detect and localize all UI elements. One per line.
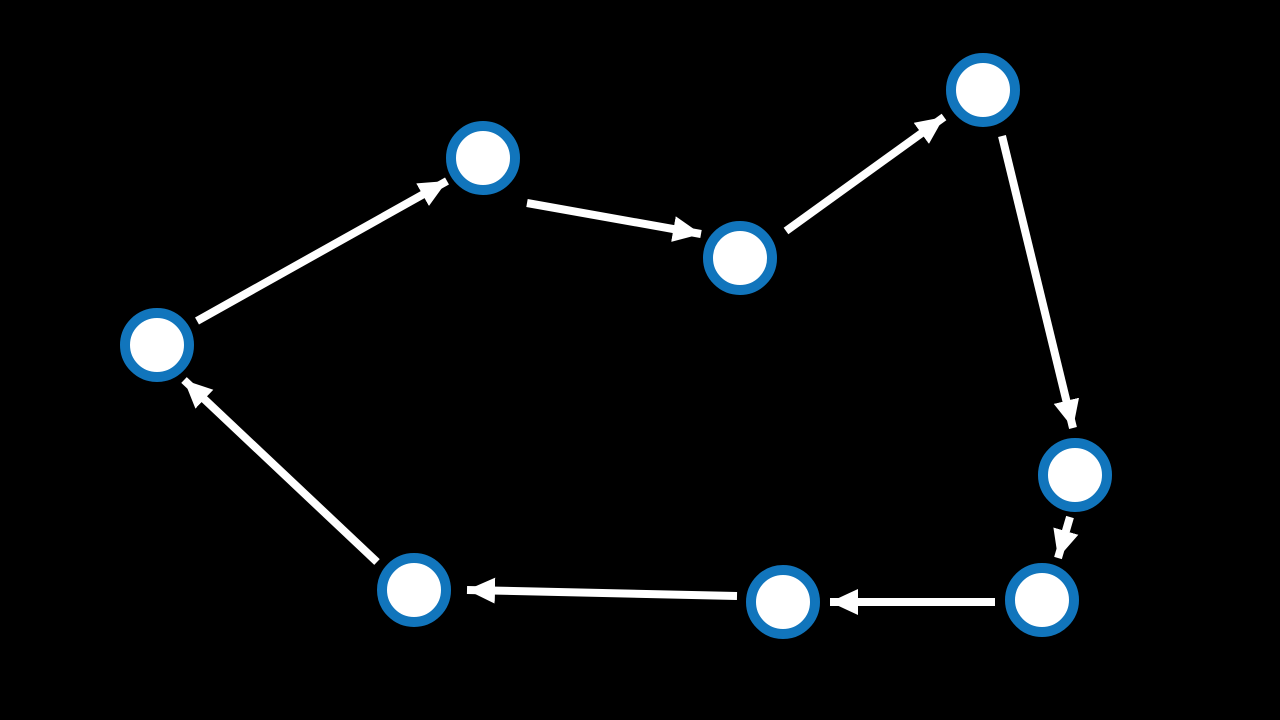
graph-edge-node-bottom-middle-to-node-bottom-left: [466, 577, 738, 604]
graph-edge-node-right-to-node-bottom-right: [1053, 515, 1079, 560]
graph-node-bottom-right: [1005, 563, 1079, 637]
graph-node-upper-left: [446, 121, 520, 195]
graph-node-top-middle: [703, 221, 777, 295]
nodes-layer: [120, 53, 1112, 639]
graph-node-bottom-left: [377, 553, 451, 627]
graph-edge-node-top-middle-to-node-top-right: [783, 113, 947, 235]
graph-edge-node-left-to-node-upper-left: [195, 177, 449, 325]
graph-node-left: [120, 308, 194, 382]
graph-edge-node-bottom-left-to-node-left: [181, 377, 380, 565]
graph-edge-node-upper-left-to-node-top-middle: [526, 199, 702, 242]
graph-node-right: [1038, 438, 1112, 512]
edges-layer: [181, 113, 1080, 615]
graph-node-bottom-middle: [746, 565, 820, 639]
graph-edge-node-top-right-to-node-right: [998, 135, 1080, 429]
graph-node-top-right: [946, 53, 1020, 127]
